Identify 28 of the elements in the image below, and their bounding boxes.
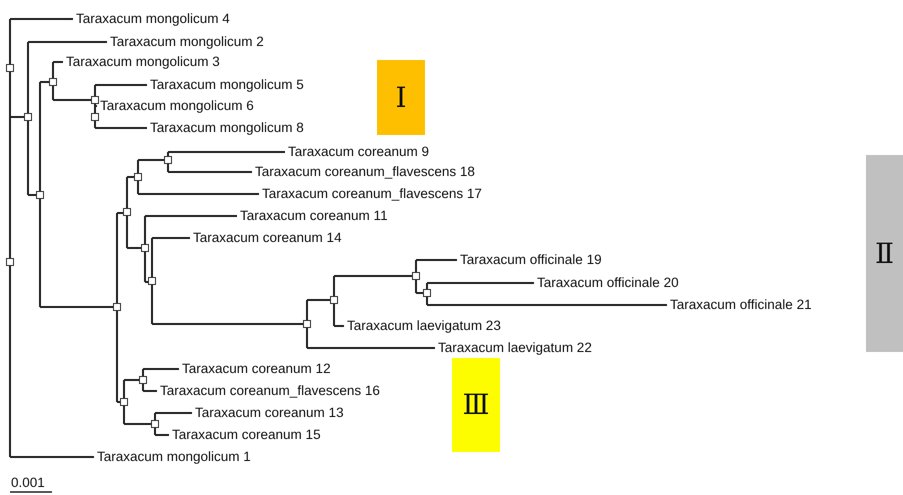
taxon-label: Taraxacum coreanum 12 [182, 361, 331, 377]
scale-label: 0.001 [11, 475, 45, 491]
taxon-label: Taraxacum coreanum 9 [288, 144, 430, 160]
taxon-label: Taraxacum officinale 20 [537, 275, 679, 291]
taxon-label: Taraxacum mongolicum 3 [66, 54, 220, 70]
taxon-label: Taraxacum mongolicum 1 [97, 449, 251, 465]
taxon-label: Taraxacum coreanum 15 [172, 427, 321, 443]
taxon-label: Taraxacum coreanum 11 [240, 208, 388, 224]
taxon-label: Taraxacum laevigatum 22 [438, 340, 592, 356]
taxon-label: Taraxacum officinale 19 [460, 252, 602, 268]
clade-numeral: Ⅰ [395, 84, 407, 112]
taxon-label: Taraxacum mongolicum 4 [76, 11, 230, 27]
taxon-label: Taraxacum coreanum 13 [195, 405, 344, 421]
taxon-label: Taraxacum mongolicum 6 [100, 98, 254, 114]
clade-group-box [452, 358, 500, 452]
taxon-label: Taraxacum coreanum_flavescens 16 [160, 383, 380, 399]
taxon-label: Taraxacum mongolicum 2 [110, 34, 264, 50]
clade-numeral: Ⅲ [462, 391, 490, 419]
taxon-label: Taraxacum mongolicum 5 [150, 77, 304, 93]
taxon-label: Taraxacum coreanum 14 [193, 230, 342, 246]
taxon-label: Taraxacum laevigatum 23 [347, 318, 501, 334]
taxon-label: Taraxacum coreanum_flavescens 18 [255, 164, 475, 180]
taxon-label: Taraxacum officinale 21 [670, 297, 812, 313]
clade-numeral: Ⅱ [874, 240, 894, 268]
clade-group-box [377, 60, 425, 135]
clade-group-box [866, 155, 903, 352]
taxon-label: Taraxacum mongolicum 8 [150, 120, 304, 136]
taxon-label: Taraxacum coreanum_flavescens 17 [262, 186, 482, 202]
